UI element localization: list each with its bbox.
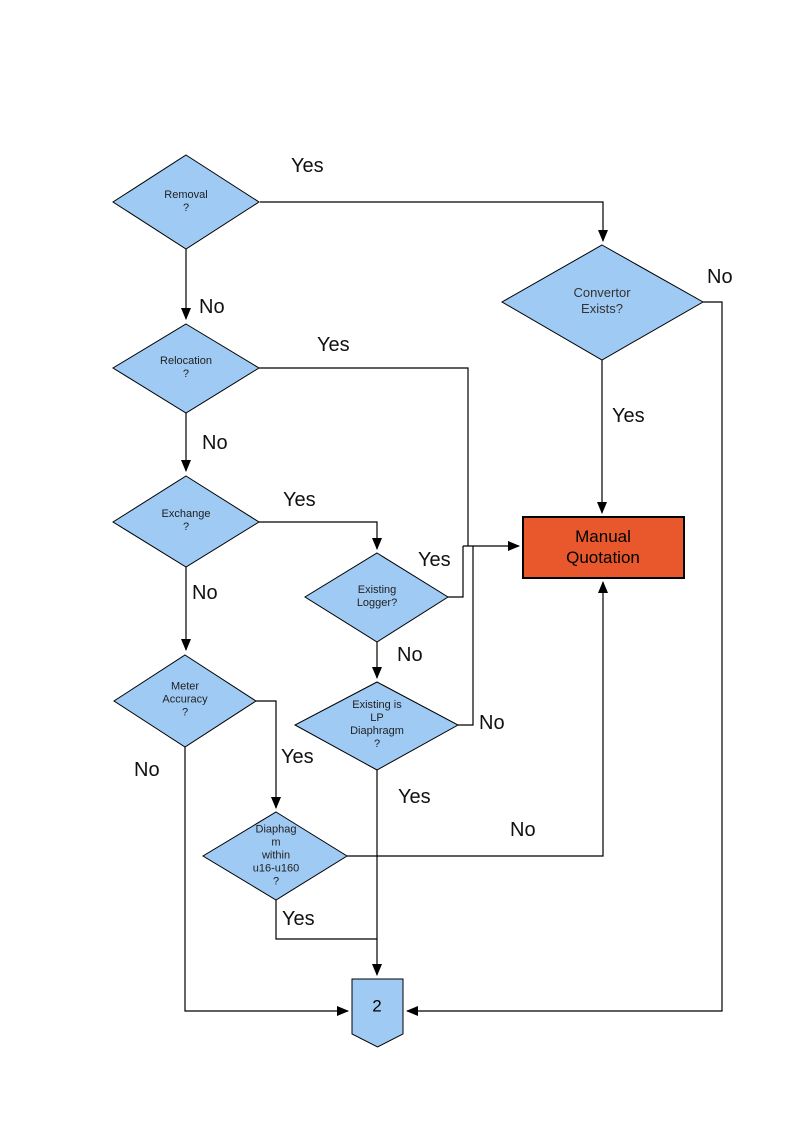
- edge-relocation-yes: [259, 367, 469, 546]
- removal-label: Removal ?: [164, 189, 208, 214]
- edge-diaphragm-range-no: [347, 581, 608, 857]
- edge-existing-logger-yes: [448, 546, 464, 598]
- convertor-exists-label: Convertor Exists?: [573, 285, 631, 316]
- connector-2-label: 2: [372, 996, 382, 1016]
- exchange-no-label: No: [192, 582, 218, 604]
- edge-lp-diaphragm-no: [458, 546, 474, 726]
- edge-removal-yes: [260, 201, 608, 242]
- existing-logger-diamond: [304, 552, 449, 643]
- diaphragm-range-no-label: No: [510, 819, 536, 841]
- exchange-label: Exchange ?: [161, 508, 211, 533]
- connector-2-pentagon: [351, 978, 404, 1048]
- edge-diaphragm-range-yes: [275, 900, 377, 940]
- meter-accuracy-no-label: No: [134, 759, 160, 781]
- removal-yes-label: Yes: [291, 155, 324, 177]
- removal-no-label: No: [199, 296, 225, 318]
- relocation-diamond: [112, 323, 260, 414]
- edge-meter-accuracy-no: [184, 747, 349, 1016]
- diaphragm-range-label: Diaphag m within u16-u160 ?: [252, 823, 300, 888]
- removal-diamond: [112, 154, 260, 250]
- existing-logger-label: Existing Logger?: [356, 584, 398, 609]
- existing-logger-no-label: No: [397, 644, 423, 666]
- exchange-diamond: [112, 475, 260, 568]
- convertor-yes-label: Yes: [612, 405, 645, 427]
- lp-diaphragm-no-label: No: [479, 712, 505, 734]
- meter-accuracy-label: Meter Accuracy ?: [162, 680, 208, 719]
- manual-quotation-box: [522, 516, 685, 579]
- existing-lp-diaphragm-diamond: [293, 681, 460, 771]
- relocation-label: Relocation ?: [160, 355, 212, 380]
- edge-convertor-no: [406, 301, 723, 1016]
- meter-accuracy-diamond: [113, 654, 257, 748]
- diaphragm-range-diamond: [202, 811, 348, 901]
- convertor-no-label: No: [707, 266, 733, 288]
- diaphragm-range-yes-label: Yes: [282, 908, 315, 930]
- convertor-exists-diamond: [500, 244, 705, 361]
- manual-quotation-label: Manual Quotation: [566, 527, 640, 567]
- relocation-yes-label: Yes: [317, 334, 350, 356]
- relocation-no-label: No: [202, 432, 228, 454]
- lp-diaphragm-yes-label: Yes: [398, 786, 431, 808]
- existing-lp-diaphragm-label: Existing is LP Diaphragm ?: [350, 699, 404, 750]
- existing-logger-yes-label: Yes: [418, 549, 451, 571]
- exchange-yes-label: Yes: [283, 489, 316, 511]
- edge-exchange-yes: [259, 521, 382, 550]
- meter-accuracy-yes-label: Yes: [281, 746, 314, 768]
- edge-meter-accuracy-yes: [256, 700, 281, 809]
